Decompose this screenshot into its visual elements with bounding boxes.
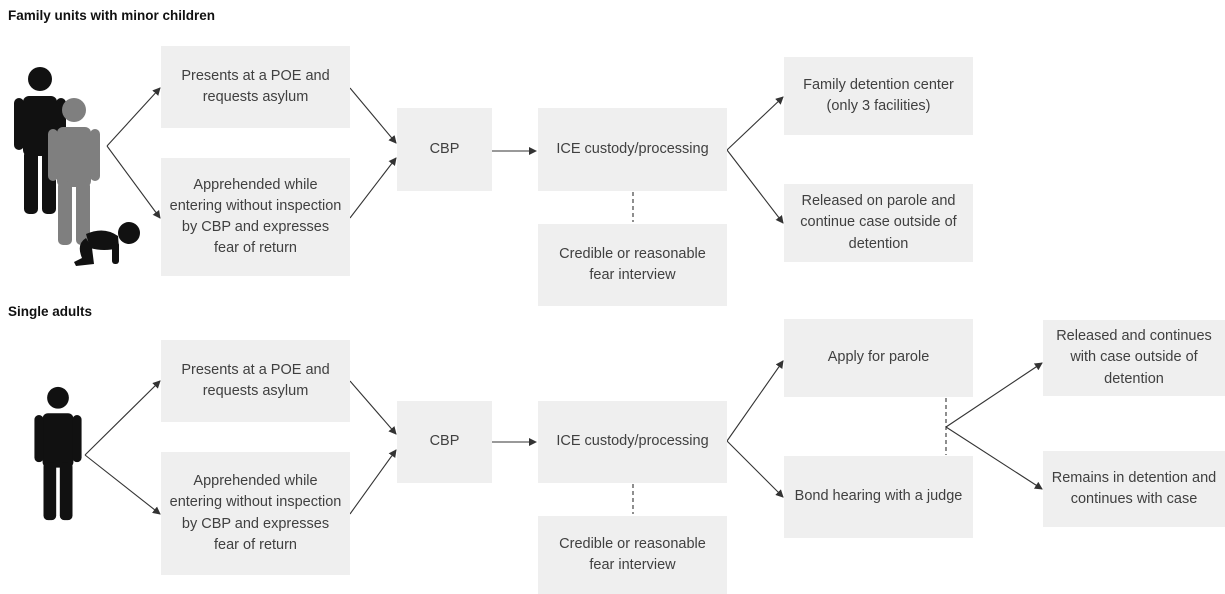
single-released-box: Released and continues with case outside… [1043, 320, 1225, 396]
family-cbp-box: CBP [397, 108, 492, 191]
arrow-family-ice-to-parole [726, 149, 784, 224]
family-detention-box: Family detention center (only 3 faciliti… [784, 57, 973, 135]
single-apprehended-box: Apprehended while entering without inspe… [161, 452, 350, 575]
family-section-title: Family units with minor children [8, 8, 216, 23]
single-interview-box: Credible or reasonable fear interview [538, 516, 727, 594]
single-bond-box: Bond hearing with a judge [784, 456, 973, 538]
single-adult-person-icon [34, 386, 82, 521]
arrow-family-icon-to-poe [106, 87, 161, 147]
single-poe-box: Presents at a POE and requests asylum [161, 340, 350, 422]
arrow-outcome-to-released [945, 362, 1043, 428]
arrow-family-icon-to-apprehended [106, 145, 161, 219]
adult-person-gray-icon [48, 98, 100, 245]
single-cbp-box: CBP [397, 401, 492, 483]
family-apprehended-box: Apprehended while entering without inspe… [161, 158, 350, 276]
single-apply-parole-box: Apply for parole [784, 319, 973, 397]
family-ice-box: ICE custody/processing [538, 108, 727, 191]
family-interview-box: Credible or reasonable fear interview [538, 224, 727, 306]
arrow-outcome-to-remains [945, 426, 1043, 490]
arrow-single-icon-to-poe [84, 380, 161, 456]
arrow-family-apprehended-to-cbp [349, 157, 397, 219]
single-remains-box: Remains in detention and continues with … [1043, 451, 1225, 527]
single-section-title: Single adults [8, 304, 93, 319]
crawling-baby-icon [74, 222, 140, 266]
arrow-single-icon-to-apprehended [84, 454, 161, 515]
arrow-single-ice-to-apply-parole [726, 360, 784, 442]
arrow-family-ice-to-detention [726, 96, 784, 151]
arrow-single-poe-to-cbp [349, 380, 397, 435]
arrow-single-apprehended-to-cbp [349, 449, 397, 515]
arrow-single-ice-to-bond [726, 440, 784, 498]
arrow-family-poe-to-cbp [349, 87, 397, 144]
single-ice-box: ICE custody/processing [538, 401, 727, 483]
family-poe-box: Presents at a POE and requests asylum [161, 46, 350, 128]
family-parole-box: Released on parole and continue case out… [784, 184, 973, 262]
